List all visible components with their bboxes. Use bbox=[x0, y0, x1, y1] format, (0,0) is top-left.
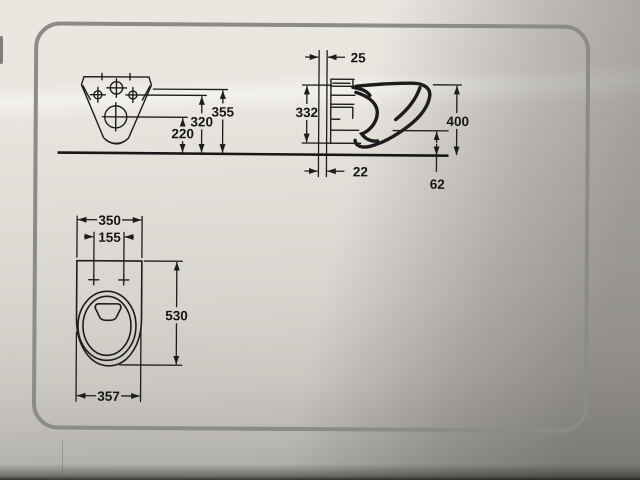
dimension-355: 355 bbox=[211, 90, 235, 153]
front-right-notch bbox=[141, 85, 151, 101]
dimension-22: 22 bbox=[304, 164, 368, 179]
side-rim-step bbox=[351, 85, 372, 98]
dim-label-350: 350 bbox=[98, 213, 121, 228]
dim-label-357: 357 bbox=[97, 389, 120, 404]
dimension-25: 25 bbox=[305, 50, 366, 65]
side-outlet-section bbox=[329, 106, 360, 132]
side-bowl-inner-curve bbox=[354, 90, 380, 143]
plan-fixing-hole-marks bbox=[88, 274, 130, 286]
dimension-332: 332 bbox=[295, 84, 332, 144]
dim-label-220: 220 bbox=[171, 126, 194, 141]
dim-label-25: 25 bbox=[351, 50, 367, 65]
front-top-ticks bbox=[101, 72, 131, 81]
plan-flush-spout bbox=[94, 302, 122, 322]
dim-label-332: 332 bbox=[295, 105, 318, 120]
dim-label-355: 355 bbox=[211, 104, 234, 119]
fixing-hole-left-crosshair bbox=[89, 86, 107, 103]
dim-label-62: 62 bbox=[430, 177, 445, 192]
dimension-62: 62 bbox=[392, 129, 449, 192]
plan-rim-outer bbox=[77, 290, 137, 362]
side-inlet-section bbox=[330, 94, 356, 106]
dimension-357: 357 bbox=[75, 329, 142, 404]
dim-label-530: 530 bbox=[165, 308, 188, 323]
front-bottom-arc bbox=[104, 139, 128, 145]
side-fixing-plate bbox=[330, 78, 355, 88]
photo-edge-sliver bbox=[0, 36, 3, 64]
front-view: 355 320 220 bbox=[80, 72, 235, 153]
plan-view: 350 155 530 bbox=[75, 213, 188, 404]
wall-extension-lines bbox=[317, 50, 328, 178]
dimension-400: 400 bbox=[432, 84, 469, 156]
plan-rim-inner bbox=[82, 295, 132, 357]
side-view: 25 332 400 bbox=[295, 50, 469, 192]
side-bowl-outline bbox=[353, 81, 432, 149]
side-rim-inner bbox=[394, 86, 422, 122]
floor-line bbox=[57, 151, 449, 158]
dim-label-155: 155 bbox=[98, 230, 121, 245]
dim-label-22: 22 bbox=[353, 164, 368, 179]
dimension-155: 155 bbox=[84, 230, 135, 276]
front-left-notch bbox=[82, 84, 92, 101]
dimension-220: 220 bbox=[171, 118, 194, 153]
dimension-350: 350 bbox=[76, 213, 143, 259]
dimension-320: 320 bbox=[190, 96, 213, 153]
dimension-530: 530 bbox=[119, 260, 188, 366]
dim-label-400: 400 bbox=[446, 114, 469, 129]
leader-outlet bbox=[101, 116, 188, 118]
inlet-hole-crosshair bbox=[106, 78, 128, 99]
paper-crease bbox=[62, 440, 63, 478]
dim-label-320: 320 bbox=[190, 114, 213, 129]
